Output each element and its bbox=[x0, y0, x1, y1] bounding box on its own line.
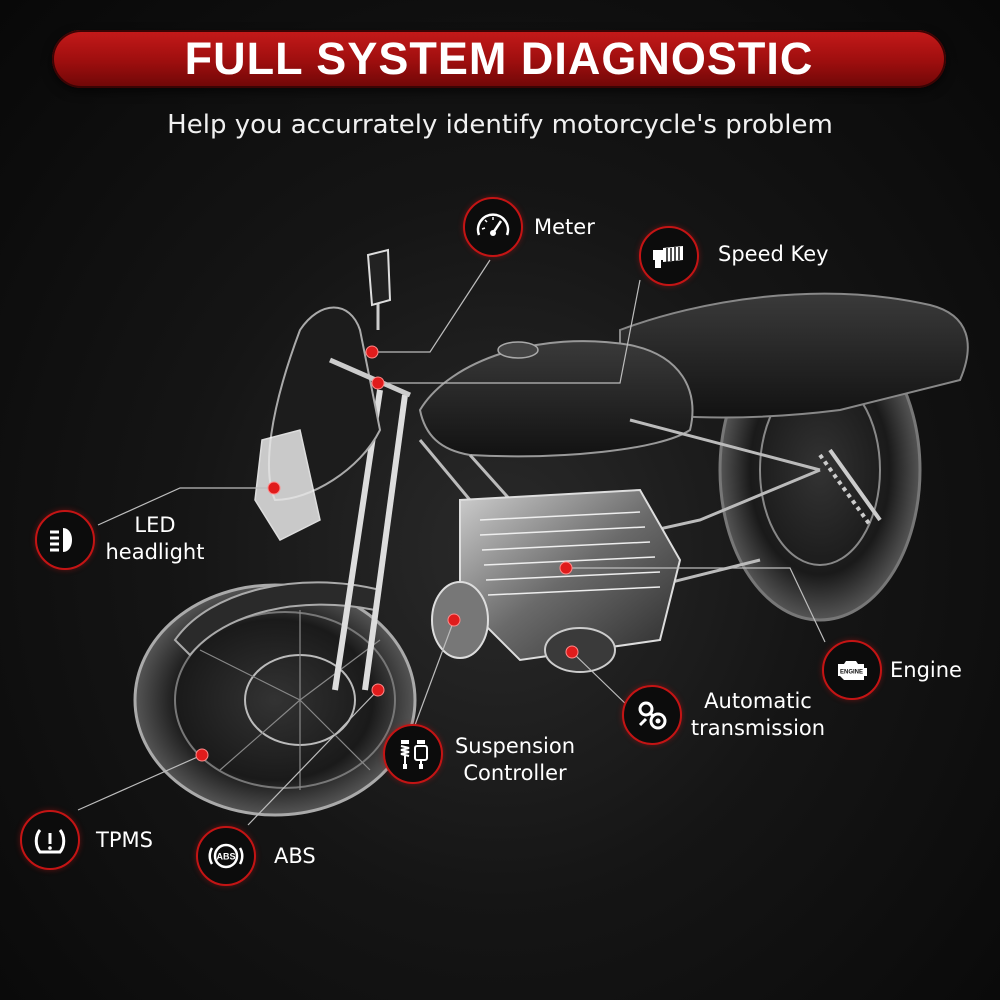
meter-label: Meter bbox=[534, 215, 595, 239]
suspension-controller-label-line1: Suspension bbox=[454, 734, 576, 758]
abs-label: ABS bbox=[274, 844, 316, 868]
headlight-housing bbox=[254, 429, 321, 541]
headlight-icon bbox=[50, 528, 72, 552]
rear-shock bbox=[818, 448, 882, 527]
mirror bbox=[366, 248, 392, 330]
page-subtitle: Help you accurrately identify motorcycle… bbox=[167, 110, 833, 140]
automatic-transmission-icon-badge bbox=[622, 685, 682, 745]
engine-icon-text: ENGINE bbox=[840, 670, 863, 676]
tire-pressure-icon bbox=[34, 829, 66, 854]
tpms-icon-badge bbox=[20, 810, 80, 870]
suspension-controller-label-line2: Controller bbox=[463, 761, 567, 785]
engine-label: Engine bbox=[890, 658, 962, 682]
automatic-transmission-label-line2: transmission bbox=[690, 716, 826, 740]
page-title: FULL SYSTEM DIAGNOSTIC bbox=[184, 33, 814, 84]
tpms-label: TPMS bbox=[96, 828, 153, 852]
speed-key-icon-badge bbox=[639, 226, 699, 286]
engine-icon-badge: ENGINE bbox=[822, 640, 882, 700]
suspension-controller-icon-badge bbox=[383, 724, 443, 784]
throttle-grip-icon bbox=[653, 246, 683, 268]
speed-key-label: Speed Key bbox=[718, 242, 829, 266]
speedometer-icon bbox=[476, 213, 510, 236]
meter-icon-badge bbox=[463, 197, 523, 257]
engine-block bbox=[431, 488, 682, 673]
fuel-tank bbox=[418, 340, 694, 458]
title-banner: FULL SYSTEM DIAGNOSTIC bbox=[52, 30, 946, 88]
abs-icon-badge: ABS bbox=[196, 826, 256, 886]
automatic-transmission-label: Automatic transmission bbox=[688, 688, 828, 742]
suspension-controller-label: Suspension Controller bbox=[450, 733, 580, 787]
handlebar bbox=[328, 357, 412, 398]
gear-derailleur-icon bbox=[638, 701, 667, 730]
callout-lines bbox=[77, 259, 826, 826]
suspension-icon bbox=[400, 740, 428, 769]
diagnostic-markers bbox=[195, 345, 579, 762]
led-headlight-label-line2: headlight bbox=[105, 540, 205, 564]
abs-icon-text: ABS bbox=[216, 852, 235, 862]
led-headlight-label-line1: LED bbox=[134, 513, 176, 537]
automatic-transmission-label-line1: Automatic bbox=[704, 689, 812, 713]
led-headlight-label: LED headlight bbox=[100, 512, 210, 566]
led-headlight-icon-badge bbox=[35, 510, 95, 570]
check-engine-icon: ENGINE bbox=[838, 661, 867, 680]
abs-icon: ABS bbox=[208, 843, 244, 869]
seat bbox=[619, 292, 969, 419]
